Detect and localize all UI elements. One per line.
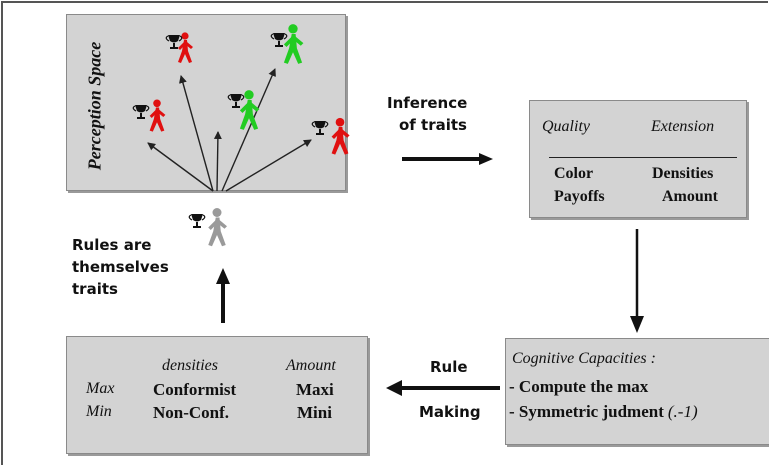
rule-label: Rule xyxy=(430,358,468,376)
inference-arrowhead xyxy=(479,153,493,165)
agent-grey-self xyxy=(188,208,227,247)
agent-green-top xyxy=(270,24,304,64)
perception-arrows xyxy=(147,68,312,192)
agent-green-center xyxy=(227,90,260,130)
agent-red-right xyxy=(311,117,350,155)
rule-making-arrowhead xyxy=(386,380,402,396)
mini-cell: Mini xyxy=(297,403,332,422)
perception-arrow xyxy=(147,142,214,192)
densities-header: densities xyxy=(162,357,218,374)
perception-arrow xyxy=(221,68,276,192)
agent-red-left xyxy=(132,99,166,132)
down-arrowhead xyxy=(630,316,644,333)
inference-label-line1: Inference xyxy=(387,94,468,112)
flow-arrows xyxy=(216,153,644,396)
perception-arrow xyxy=(225,139,312,192)
non-conformist-cell: Non-Conf. xyxy=(153,403,230,422)
perception-arrow xyxy=(213,131,222,192)
item-dash: - xyxy=(509,402,519,421)
cognitive-item-max: - Compute the max xyxy=(509,377,648,397)
quality-header: Quality xyxy=(542,118,590,135)
compute-max-text: Compute the max xyxy=(518,377,649,396)
color-cell: Color xyxy=(554,165,594,182)
rules-traits-line2: themselves xyxy=(72,258,169,276)
item-dash: - xyxy=(509,377,519,396)
perception-space-box xyxy=(66,14,346,191)
cognitive-title: Cognitive Capacities : xyxy=(512,350,656,367)
min-row-label: Min xyxy=(86,403,112,420)
symmetric-judgment-text: Symmetric judment xyxy=(518,402,664,421)
agent-red-top xyxy=(165,32,193,63)
rules-box xyxy=(66,336,368,454)
inference-label-line2: of traits xyxy=(399,116,467,134)
amount-cell: Amount xyxy=(662,188,719,205)
max-row-label: Max xyxy=(86,380,115,397)
densities-cell: Densities xyxy=(652,165,714,182)
cognitive-capacities-box xyxy=(505,338,769,445)
extension-header: Extension xyxy=(651,118,715,135)
payoffs-cell: Payoffs xyxy=(554,188,605,205)
quality-extension-box xyxy=(529,100,747,218)
cognitive-item-symmetric: - Symmetric judment(.-1) xyxy=(509,402,698,422)
conformist-cell: Conformist xyxy=(153,380,237,399)
maxi-cell: Maxi xyxy=(296,380,334,399)
rules-traits-line3: traits xyxy=(72,280,118,298)
symmetric-suffix: (.-1) xyxy=(667,402,698,421)
rules-traits-line1: Rules are xyxy=(72,236,152,254)
amount-header: Amount xyxy=(286,357,336,374)
quality-divider xyxy=(549,157,737,158)
making-label: Making xyxy=(419,403,481,421)
perception-arrow xyxy=(179,75,214,192)
up-arrowhead xyxy=(216,268,230,284)
